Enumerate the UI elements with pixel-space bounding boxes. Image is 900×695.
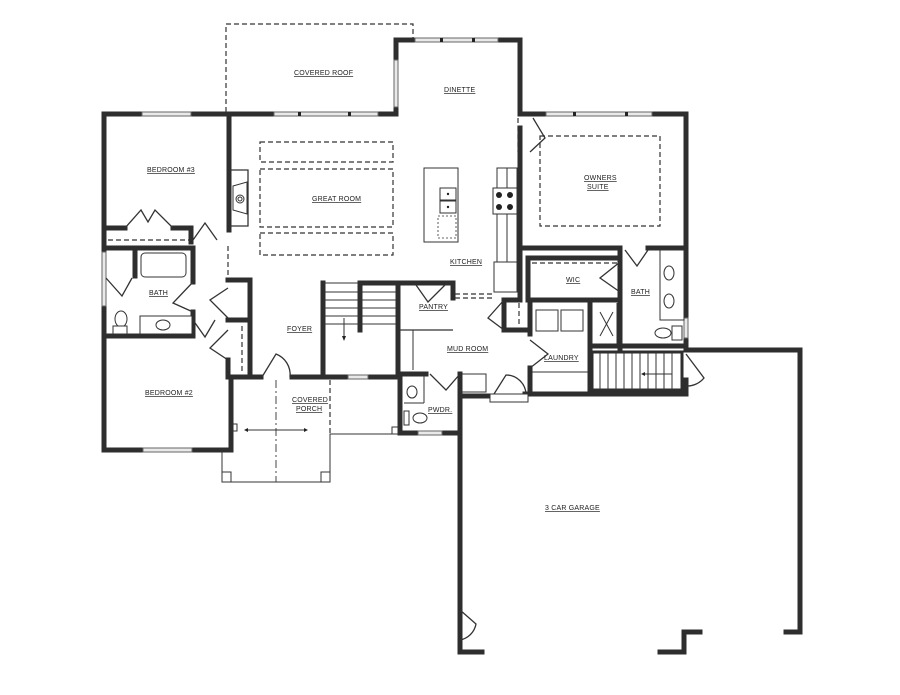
- stair-treads: [323, 282, 396, 325]
- room-labels: COVERED ROOF DINETTE BEDROOM #3 GREAT RO…: [145, 70, 650, 512]
- garage-stair-treads: [599, 352, 673, 390]
- label-laundry: LAUNDRY: [544, 355, 579, 362]
- covered-roof-outline: [225, 23, 414, 112]
- interior-walls: [101, 111, 705, 641]
- label-foyer: FOYER: [287, 326, 312, 333]
- label-great-room: GREAT ROOM: [312, 196, 361, 203]
- label-dinette: DINETTE: [444, 87, 475, 94]
- label-owners-suite-1: OWNERS: [584, 175, 617, 182]
- windows: [101, 37, 689, 453]
- label-owner-bath: BATH: [631, 289, 650, 296]
- label-wic: WIC: [566, 277, 580, 284]
- label-bedroom-2: BEDROOM #2: [145, 390, 193, 397]
- label-covered-roof: COVERED ROOF: [294, 70, 353, 77]
- label-powder: PWDR.: [428, 407, 452, 414]
- label-garage: 3 CAR GARAGE: [545, 505, 600, 512]
- label-kitchen: KITCHEN: [450, 259, 482, 266]
- label-pantry: PANTRY: [419, 304, 448, 311]
- exterior-walls: [101, 37, 803, 655]
- covered-porch-outline: [221, 377, 399, 483]
- label-bedroom-3: BEDROOM #3: [147, 167, 195, 174]
- label-covered-porch-2: PORCH: [296, 406, 322, 413]
- label-covered-porch-1: COVERED: [292, 397, 328, 404]
- label-owners-suite-2: SUITE: [587, 184, 609, 191]
- label-mud-room: MUD ROOM: [447, 346, 488, 353]
- label-hall-bath: BATH: [149, 290, 168, 297]
